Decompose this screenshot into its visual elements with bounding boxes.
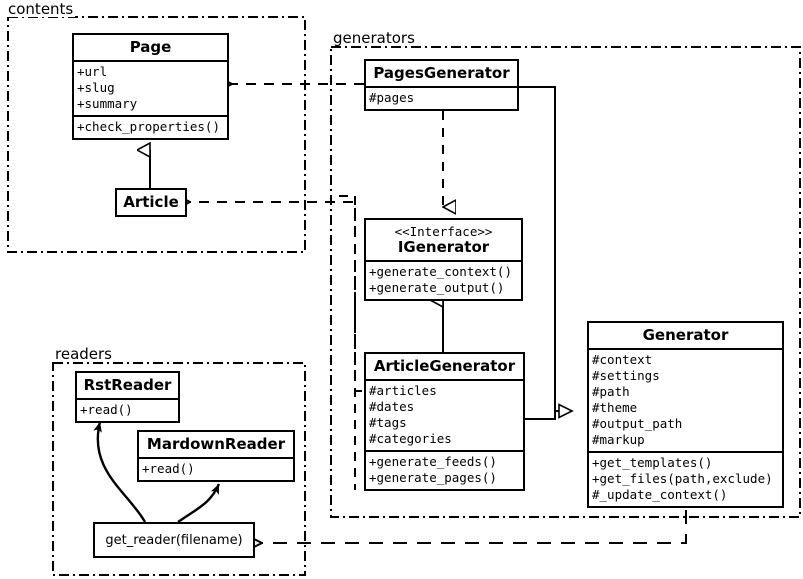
class-name-page: Page [129, 38, 172, 56]
class-box-rst-reader[interactable]: RstReader +read() [75, 371, 180, 423]
class-box-igenerator[interactable]: <<Interface>> IGenerator +generate_conte… [364, 218, 523, 301]
attribute-dates: #dates [369, 399, 415, 414]
attribute-pages: #pages [369, 90, 415, 105]
class-box-pages-generator[interactable]: PagesGenerator #pages [364, 59, 519, 111]
attribute-context: #context [592, 352, 653, 367]
package-label-contents: contents [6, 0, 76, 18]
edge-articlegenerator-depends-article [190, 202, 362, 392]
class-name-generator: Generator [642, 326, 729, 344]
package-label-generators: generators [331, 29, 417, 47]
class-box-article[interactable]: Article [115, 188, 187, 217]
class-attributes-generator: #context #settings #path #theme #output_… [589, 348, 782, 451]
operation-generate-context: +generate_context() [369, 264, 512, 279]
edge-getreader-creates-mardownreader [177, 483, 221, 523]
attribute-articles: #articles [369, 383, 437, 398]
attribute-url: +url [77, 64, 108, 79]
operation-check-properties: +check_properties() [77, 119, 220, 134]
class-operations-igenerator: +generate_context() +generate_output() [366, 260, 521, 299]
class-operations-generator: +get_templates() +get_files(path,exclude… [589, 451, 782, 506]
operation-update-context: #_update_context() [592, 487, 728, 502]
function-box-get-reader[interactable]: get_reader(filename) [93, 522, 255, 558]
edge-generator-depends-getreader [262, 510, 687, 543]
operation-get-templates: +get_templates() [592, 455, 713, 470]
operation-get-files: +get_files(path,exclude) [592, 471, 773, 486]
class-name-article: Article [123, 193, 179, 211]
attribute-path: #path [592, 384, 630, 399]
package-label-readers: readers [53, 345, 114, 363]
operation-mardown-read: +read() [142, 461, 195, 476]
class-stereotype-igenerator: <<Interface>> [394, 224, 493, 239]
attribute-categories: #categories [369, 431, 452, 446]
attribute-markup: #markup [592, 432, 645, 447]
class-operations-article-generator: +generate_feeds() +generate_pages() [366, 450, 523, 489]
attribute-settings: #settings [592, 368, 660, 383]
edge-pagesgenerator-generalizes-generator [519, 86, 574, 419]
operation-rst-read: +read() [80, 402, 133, 417]
attribute-tags: #tags [369, 415, 407, 430]
class-box-generator[interactable]: Generator #context #settings #path #them… [587, 321, 784, 508]
class-name-pages-generator: PagesGenerator [373, 64, 510, 82]
class-operations-rst-reader: +read() [77, 398, 178, 421]
attribute-summary: +summary [77, 96, 138, 111]
class-box-page[interactable]: Page +url +slug +summary +check_properti… [72, 33, 229, 140]
class-box-article-generator[interactable]: ArticleGenerator #articles #dates #tags … [364, 352, 525, 491]
class-operations-mardown-reader: +read() [139, 457, 293, 480]
class-operations-page: +check_properties() [74, 115, 227, 138]
class-name-article-generator: ArticleGenerator [373, 357, 516, 375]
class-name-rst-reader: RstReader [83, 376, 172, 394]
operation-generate-feeds: +generate_feeds() [369, 454, 497, 469]
class-attributes-article-generator: #articles #dates #tags #categories [366, 379, 523, 450]
class-box-mardown-reader[interactable]: MardownReader +read() [137, 430, 295, 482]
class-name-igenerator-text: IGenerator [397, 238, 490, 256]
edge-articlegenerator-generalizes-generator [525, 411, 556, 420]
class-attributes-page: +url +slug +summary [74, 60, 227, 115]
attribute-slug: +slug [77, 80, 115, 95]
attribute-output-path: #output_path [592, 416, 683, 431]
function-label-get-reader: get_reader(filename) [105, 532, 243, 548]
attribute-theme: #theme [592, 400, 638, 415]
class-name-igenerator: <<Interface>> IGenerator [366, 220, 521, 260]
operation-generate-pages: +generate_pages() [369, 470, 497, 485]
class-name-mardown-reader: MardownReader [146, 435, 286, 453]
operation-generate-output: +generate_output() [369, 280, 505, 295]
class-attributes-pages-generator: #pages [366, 86, 517, 109]
